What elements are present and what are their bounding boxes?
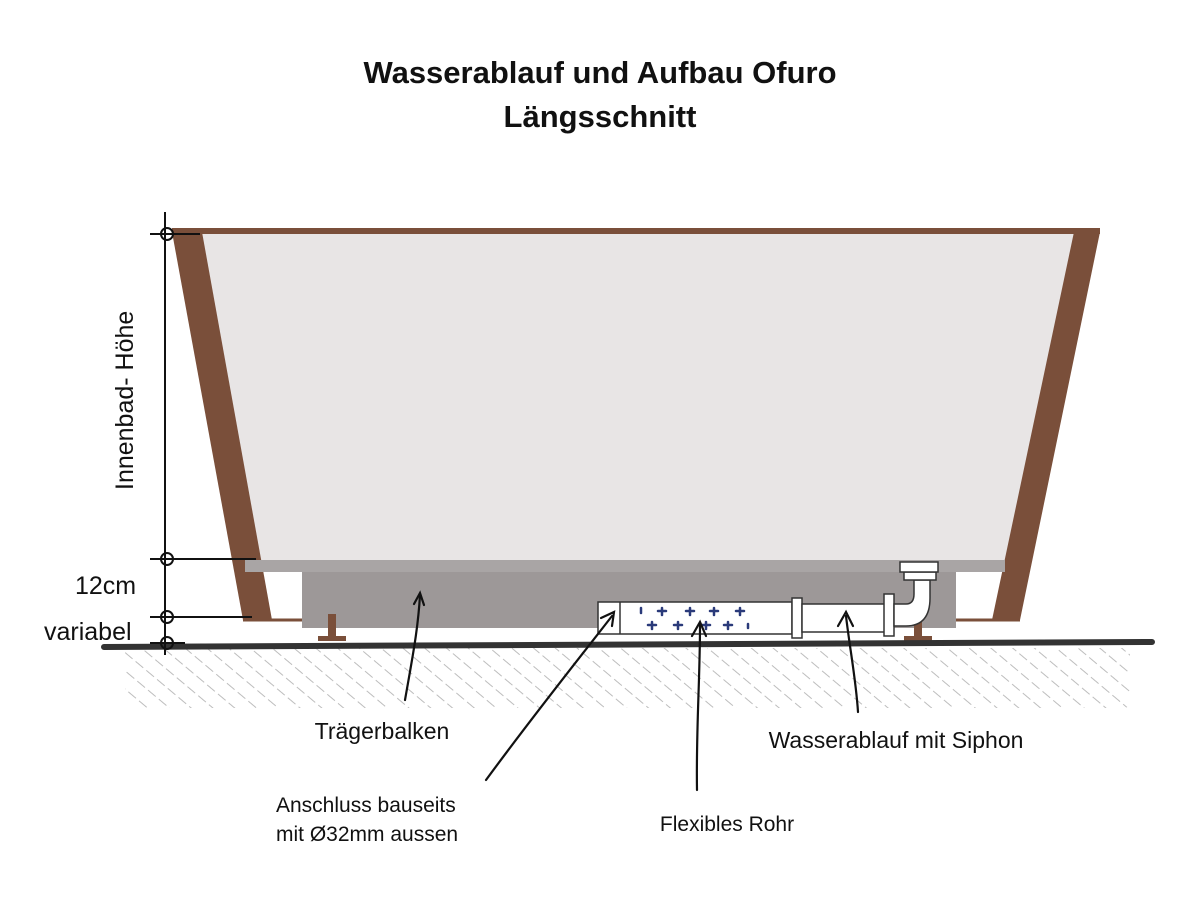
variable-label: variabel: [44, 618, 132, 646]
label-pointers: [403, 590, 860, 792]
dimension-lines: [150, 212, 256, 655]
support-feet: [318, 614, 932, 641]
diagram-title-line2: Längsschnitt: [504, 99, 697, 134]
ground-hatch: [125, 648, 1130, 708]
diagram-title-line1: Wasserablauf und Aufbau Ofuro: [363, 55, 836, 90]
base-thickness-label: 12cm: [75, 572, 136, 600]
tub-floor-slab: [245, 560, 1005, 572]
tub-left-wall: [172, 232, 272, 620]
drain-siphon: [791, 561, 939, 639]
support-beam-label: Trägerbalken: [315, 718, 450, 744]
tub-right-wall: [992, 232, 1100, 620]
floor-line: [101, 639, 1155, 650]
connection-label-line2: mit Ø32mm aussen: [276, 823, 458, 846]
tub-rim: [172, 228, 1100, 234]
inner-height-label: Innenbad- Höhe: [111, 311, 139, 490]
tub-interior: [200, 234, 1078, 566]
drain-siphon-label: Wasserablauf mit Siphon: [769, 727, 1024, 753]
connection-label-line1: Anschluss bauseits: [276, 794, 456, 817]
flexible-pipe-label: Flexibles Rohr: [660, 813, 794, 836]
